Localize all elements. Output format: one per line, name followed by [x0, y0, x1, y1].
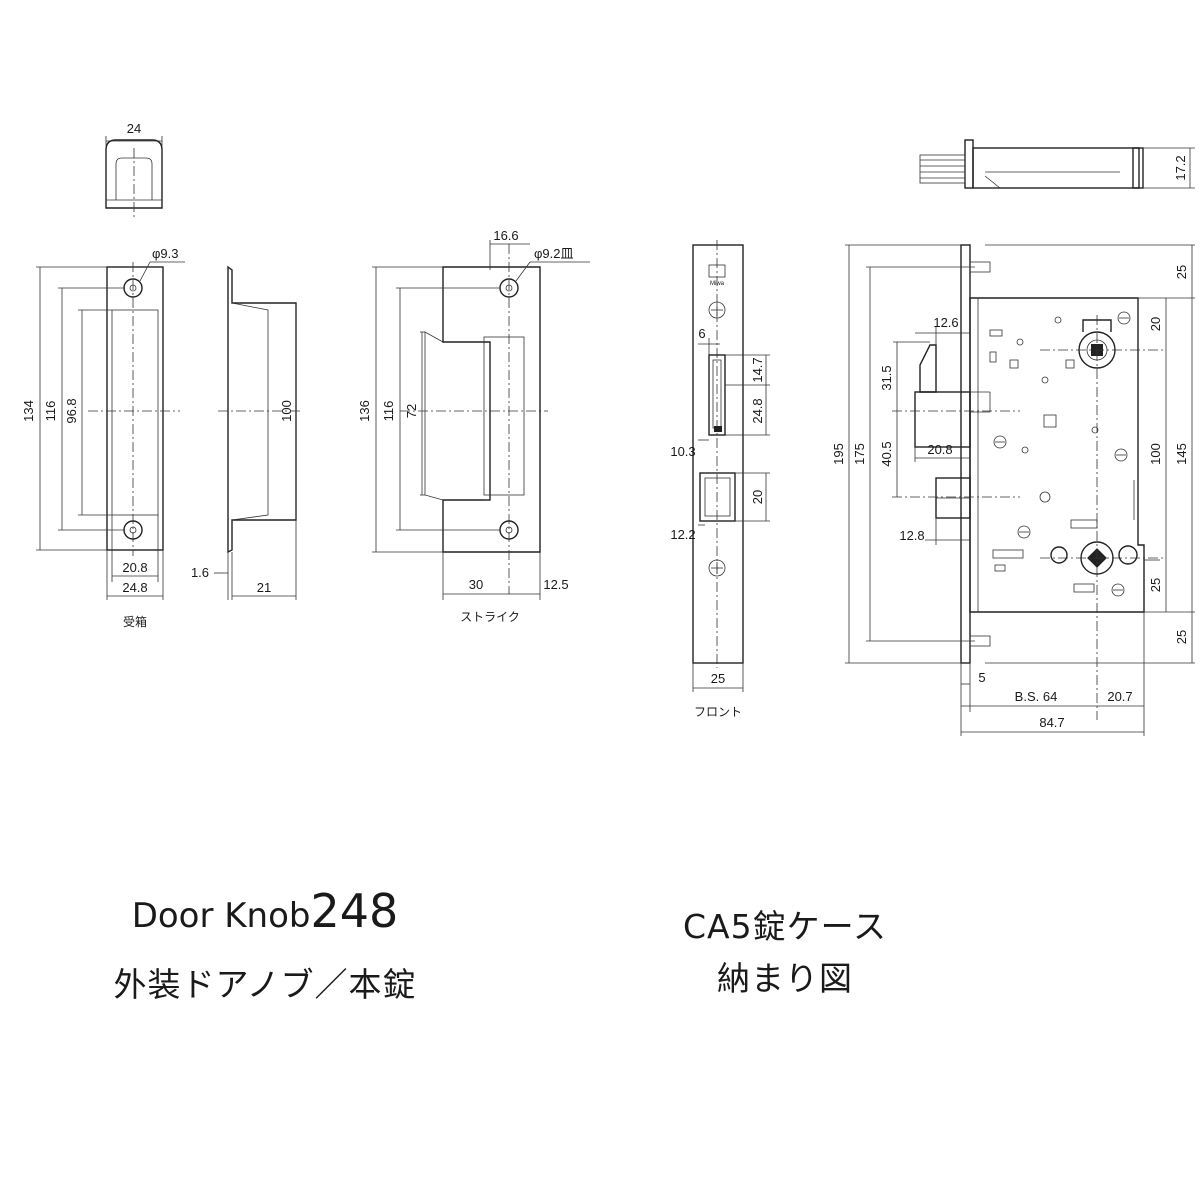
- product-number: 248: [310, 884, 399, 938]
- dim-case-195: 195: [831, 443, 846, 465]
- strike-box-side-view: 100 21 1.6: [191, 265, 300, 600]
- dim-strike-box-24-8: 24.8: [122, 580, 147, 595]
- dim-front-14-7: 14.7: [750, 357, 765, 382]
- dim-case-bs-64: B.S. 64: [1015, 689, 1058, 704]
- dim-case-12-6: 12.6: [933, 315, 958, 330]
- dim-case-145: 145: [1174, 443, 1189, 465]
- left-title-line2: 外装ドアノブ／本錠: [113, 965, 417, 1004]
- dim-case-20-7: 20.7: [1107, 689, 1132, 704]
- dim-front-6: 6: [698, 326, 705, 341]
- dim-strike-box-top-width: 24: [127, 121, 141, 136]
- dim-case-25-mid: 25: [1148, 578, 1163, 592]
- strike-box-view: 24 φ9.3 134 116 96.8 20.8: [21, 121, 185, 629]
- dim-case-40-5: 40.5: [879, 441, 894, 466]
- dim-front-24-8: 24.8: [750, 398, 765, 423]
- front-view: Miwa 14.7 24.8 20 6 10.3 12.2: [670, 240, 770, 719]
- dim-strike-30: 30: [469, 577, 483, 592]
- dim-case-84-7: 84.7: [1039, 715, 1064, 730]
- dim-strike-116: 116: [381, 401, 396, 422]
- dim-strike-box-116: 116: [43, 401, 58, 422]
- dim-strike-136: 136: [357, 400, 372, 422]
- product-name: Door Knob: [131, 896, 311, 936]
- dim-strike-box-134: 134: [21, 400, 36, 422]
- dim-side-1-6: 1.6: [191, 565, 209, 580]
- dim-case-25-top: 25: [1174, 265, 1189, 279]
- dim-strike-box-20-8: 20.8: [122, 560, 147, 575]
- caption-strike: ストライク: [460, 610, 520, 624]
- dim-case-12-8: 12.8: [899, 528, 924, 543]
- dim-side-21: 21: [257, 580, 271, 595]
- dim-case-31-5: 31.5: [879, 365, 894, 390]
- strike-view: 16.6 φ9.2皿 136 116 72 30 12.5 ストライク: [357, 228, 590, 624]
- dim-case-25-bottom: 25: [1174, 630, 1189, 644]
- lock-case-view: 195 175 31.5 40.5 12.6 20.8 12.8 25 145: [831, 244, 1195, 736]
- caption-strike-box: 受箱: [123, 614, 147, 629]
- dim-case-100: 100: [1148, 443, 1163, 465]
- dim-strike-box-96-8: 96.8: [64, 398, 79, 423]
- dim-side-100: 100: [279, 400, 294, 422]
- right-title-line2: 納まり図: [717, 959, 853, 998]
- dim-front-12-2: 12.2: [670, 527, 695, 542]
- lock-case-top-view: 17.2: [919, 139, 1195, 189]
- dim-front-25: 25: [711, 671, 725, 686]
- dim-case-5: 5: [978, 670, 985, 685]
- dim-case-20-8: 20.8: [927, 442, 952, 457]
- dim-case-17-2: 17.2: [1173, 155, 1188, 180]
- dim-case-20: 20: [1148, 317, 1163, 331]
- dim-strike-hole: φ9.2皿: [534, 246, 574, 261]
- dim-strike-12-5: 12.5: [543, 577, 568, 592]
- right-title-line1: CA5錠ケース: [683, 907, 887, 946]
- left-title-line1: Door Knob248: [60, 884, 470, 938]
- dim-front-10-3: 10.3: [670, 444, 695, 459]
- caption-front: フロント: [694, 705, 742, 719]
- dim-strike-16-6: 16.6: [493, 228, 518, 243]
- dim-strike-72: 72: [404, 404, 419, 418]
- dim-case-175: 175: [852, 443, 867, 465]
- dim-strike-box-hole: φ9.3: [152, 246, 179, 261]
- dim-front-20: 20: [750, 490, 765, 504]
